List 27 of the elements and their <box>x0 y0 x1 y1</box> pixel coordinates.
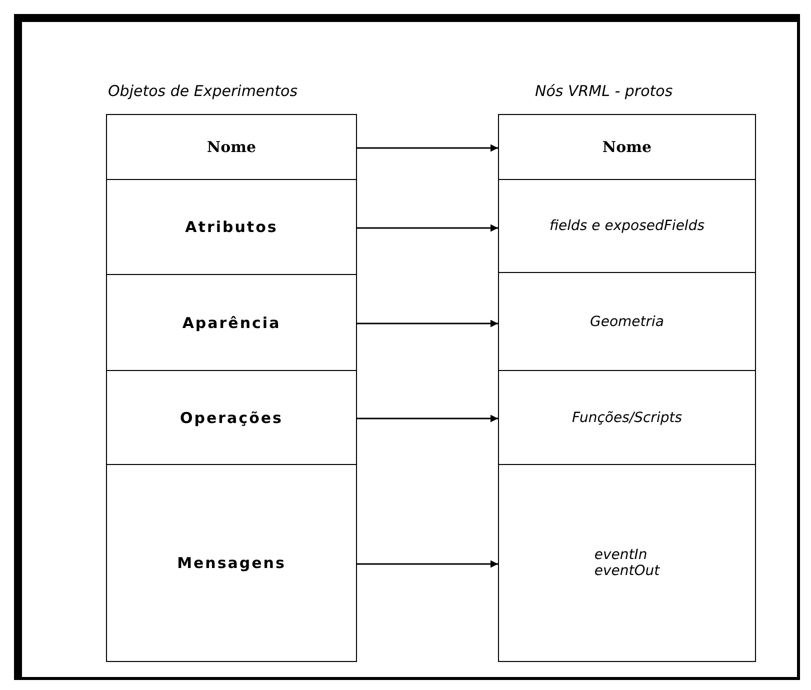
arrow <box>357 224 498 232</box>
table-row <box>498 370 756 465</box>
table-row <box>498 272 756 371</box>
column-heading: Nós VRML - protos <box>535 82 673 100</box>
table-row <box>106 274 357 371</box>
table-row <box>106 114 357 180</box>
row-label: Atributos <box>185 218 278 236</box>
arrow <box>357 414 498 422</box>
row-label: Geometria <box>590 314 664 330</box>
row-label: Aparência <box>182 314 281 332</box>
table-row <box>498 179 756 273</box>
table-row <box>106 370 357 465</box>
arrow <box>357 560 498 568</box>
row-label: Nome <box>602 138 652 156</box>
column-heading: Objetos de Experimentos <box>108 82 298 100</box>
row-label: Funções/Scripts <box>572 410 682 426</box>
row-label: Mensagens <box>177 554 286 572</box>
table-row <box>106 179 357 275</box>
row-label: eventIn eventOut <box>594 547 660 579</box>
table-row <box>498 464 756 662</box>
row-label: Nome <box>206 138 256 156</box>
arrow <box>357 144 498 152</box>
table-row <box>498 114 756 180</box>
row-label: Operações <box>180 408 283 426</box>
table-row <box>106 464 357 662</box>
arrow <box>357 320 498 328</box>
row-label: fields e exposedFields <box>549 218 704 234</box>
